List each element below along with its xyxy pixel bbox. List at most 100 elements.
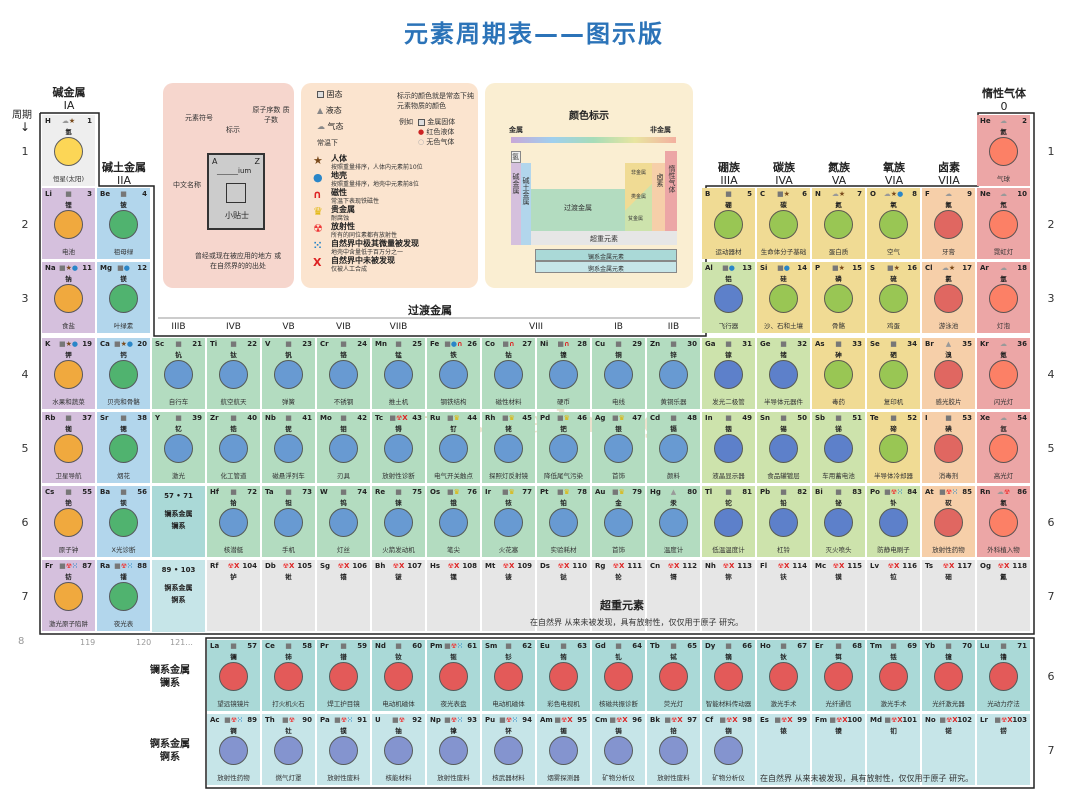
element-cell-pd[interactable]: Pd 46 ■♛ 钯 降低尾气污染: [537, 412, 590, 483]
element-cell-gd[interactable]: Gd 64 ■ 钆 核磁共振诊断: [592, 640, 645, 711]
element-cell-ca[interactable]: Ca 20 ■★● 钙 贝壳和骨骼: [97, 338, 150, 409]
element-cell-dy[interactable]: Dy 66 ■ 镝 智能材料传动器: [702, 640, 755, 711]
element-cell-os[interactable]: Os 76 ■♛ 锇 笔尖: [427, 486, 480, 557]
element-cell-p[interactable]: P 15 ■★ 磷 骨骼: [812, 262, 865, 333]
element-cell-se[interactable]: Se 34 ■ 硒 复印机: [867, 338, 920, 409]
element-cell-o[interactable]: O 8 ☁★● 氧 空气: [867, 188, 920, 259]
element-cell-te[interactable]: Te 52 ■ 碲 半导体冷却器: [867, 412, 920, 483]
element-cell-in[interactable]: In 49 ■ 铟 液晶显示器: [702, 412, 755, 483]
element-cell-mn[interactable]: Mn 25 ■ 锰 推土机: [372, 338, 425, 409]
element-cell-pu[interactable]: Pu 94 ■☢⁙ 钚 核武器材料: [482, 714, 535, 785]
element-cell-pm[interactable]: Pm 61 ■☢⁙ 钷 夜光表盘: [427, 640, 480, 711]
element-cell-np[interactable]: Np 93 ■☢⁙ 镎 放射性废料: [427, 714, 480, 785]
element-cell-li[interactable]: Li 3 ■ 锂 电池: [42, 188, 95, 259]
element-cell-n[interactable]: N 7 ☁★ 氮 蛋白质: [812, 188, 865, 259]
element-cell-cs[interactable]: Cs 55 ■ 铯 原子钟: [42, 486, 95, 557]
element-cell-fe[interactable]: Fe 26 ■●∩ 铁 钢铁结构: [427, 338, 480, 409]
element-cell-pb[interactable]: Pb 82 ■ 铅 杠铃: [757, 486, 810, 557]
element-cell-er[interactable]: Er 68 ■ 铒 光纤通信: [812, 640, 865, 711]
element-cell-sc[interactable]: Sc 21 ■ 钪 自行车: [152, 338, 205, 409]
element-cell-no[interactable]: No 102 ■☢X 锘: [922, 714, 975, 785]
element-cell-cl[interactable]: Cl 17 ☁★ 氯 游泳池: [922, 262, 975, 333]
element-cell-lu[interactable]: Lu 71 ■ 镥 光动力疗法: [977, 640, 1030, 711]
element-cell-tl[interactable]: Tl 81 ■ 铊 低温温度计: [702, 486, 755, 557]
element-cell-ho[interactable]: Ho 67 ■ 钬 激光手术: [757, 640, 810, 711]
element-cell-hs[interactable]: Hs 108 ☢X 𬭶: [427, 560, 480, 631]
element-cell-he[interactable]: He 2 ☁ 氦 气球: [977, 115, 1030, 186]
element-cell-ac[interactable]: Ac 89 ■☢⁙ 锕 放射性药物: [207, 714, 260, 785]
element-cell-tb[interactable]: Tb 65 ■ 铽 荧光灯: [647, 640, 700, 711]
element-cell-fm[interactable]: Fm 100 ■☢X 镄: [812, 714, 865, 785]
element-cell-nd[interactable]: Nd 60 ■ 钕 电动机磁体: [372, 640, 425, 711]
element-cell-zr[interactable]: Zr 40 ■ 锆 化工管道: [207, 412, 260, 483]
element-cell-ds[interactable]: Ds 110 ☢X 𫟼: [537, 560, 590, 631]
element-cell-s[interactable]: S 16 ■★ 硫 鸡蛋: [867, 262, 920, 333]
element-cell-f[interactable]: F 9 ☁ 氟 牙膏: [922, 188, 975, 259]
element-cell-be[interactable]: Be 4 ■ 铍 祖母绿: [97, 188, 150, 259]
element-cell-tc[interactable]: Tc 43 ■☢X 锝 放射性诊断: [372, 412, 425, 483]
element-cell-rg[interactable]: Rg 111 ☢X 𬬭: [592, 560, 645, 631]
element-cell-po[interactable]: Po 84 ■☢⁙ 钋 防静电刷子: [867, 486, 920, 557]
element-cell-lv[interactable]: Lv 116 ☢X 𫟷: [867, 560, 920, 631]
element-cell-mt[interactable]: Mt 109 ☢X 鿏: [482, 560, 535, 631]
element-cell-hf[interactable]: Hf 72 ■ 铪 核潜艇: [207, 486, 260, 557]
element-cell-sm[interactable]: Sm 62 ■ 钐 电动机磁体: [482, 640, 535, 711]
element-cell-th[interactable]: Th 90 ■☢ 钍 燃气灯罩: [262, 714, 315, 785]
element-cell-i[interactable]: I 53 ■ 碘 消毒剂: [922, 412, 975, 483]
element-cell-og[interactable]: Og 118 ☢X 鿫: [977, 560, 1030, 631]
element-cell-nb[interactable]: Nb 41 ■ 铌 磁悬浮列车: [262, 412, 315, 483]
element-cell-k[interactable]: K 19 ■★● 钾 水果和蔬菜: [42, 338, 95, 409]
element-cell-cf[interactable]: Cf 98 ■☢X 锎 矿物分析仪: [702, 714, 755, 785]
element-cell-kr[interactable]: Kr 36 ☁ 氪 闪光灯: [977, 338, 1030, 409]
element-cell-mc[interactable]: Mc 115 ☢X 镆: [812, 560, 865, 631]
element-cell-cm[interactable]: Cm 96 ■☢X 锔 矿物分析仪: [592, 714, 645, 785]
element-cell-si[interactable]: Si 14 ■● 硅 沙、石和土壤: [757, 262, 810, 333]
element-cell-y[interactable]: Y 39 ■ 钇 激光: [152, 412, 205, 483]
element-cell-ni[interactable]: Ni 28 ■∩ 镍 硬币: [537, 338, 590, 409]
element-cell-sg[interactable]: Sg 106 ☢X 𬭳: [317, 560, 370, 631]
element-cell-v[interactable]: V 23 ■ 钒 弹簧: [262, 338, 315, 409]
element-cell-rh[interactable]: Rh 45 ■♛ 铑 探照灯反射镜: [482, 412, 535, 483]
element-cell-nh[interactable]: Nh 113 ☢X 鿭: [702, 560, 755, 631]
element-cell-as[interactable]: As 33 ■ 砷 毒药: [812, 338, 865, 409]
element-cell-br[interactable]: Br 35 ▲ 溴 感光胶片: [922, 338, 975, 409]
element-cell-cn[interactable]: Cn 112 ☢X 鿔: [647, 560, 700, 631]
element-cell-au[interactable]: Au 79 ■♛ 金 首饰: [592, 486, 645, 557]
element-cell-ti[interactable]: Ti 22 ■ 钛 航空航天: [207, 338, 260, 409]
element-cell-rb[interactable]: Rb 37 ■ 铷 卫星导航: [42, 412, 95, 483]
element-cell-rf[interactable]: Rf 104 ☢X 𬬻: [207, 560, 260, 631]
element-cell-ra[interactable]: Ra 88 ■☢⁙ 镭 夜光表: [97, 560, 150, 631]
element-cell-db[interactable]: Db 105 ☢X 𬭊: [262, 560, 315, 631]
element-cell-ce[interactable]: Ce 58 ■ 铈 打火机火石: [262, 640, 315, 711]
element-cell-at[interactable]: At 85 ■☢⁙ 砹 放射性药物: [922, 486, 975, 557]
element-cell-hg[interactable]: Hg 80 ▲ 汞 温度计: [647, 486, 700, 557]
element-cell-ne[interactable]: Ne 10 ☁ 氖 霓虹灯: [977, 188, 1030, 259]
element-cell-mo[interactable]: Mo 42 ■ 钼 刃具: [317, 412, 370, 483]
element-cell-ru[interactable]: Ru 44 ■♛ 钌 电气开关触点: [427, 412, 480, 483]
element-cell-xe[interactable]: Xe 54 ☁ 氙 高光灯: [977, 412, 1030, 483]
element-cell-es[interactable]: Es 99 ■☢X 锿: [757, 714, 810, 785]
element-cell-fl[interactable]: Fl 114 ☢X 𫓧: [757, 560, 810, 631]
element-cell-cu[interactable]: Cu 29 ■ 铜 电线: [592, 338, 645, 409]
element-cell-pt[interactable]: Pt 78 ■♛ 铂 实验耗材: [537, 486, 590, 557]
element-cell-ge[interactable]: Ge 32 ■ 锗 半导体元器件: [757, 338, 810, 409]
element-cell-w[interactable]: W 74 ■ 钨 灯丝: [317, 486, 370, 557]
element-cell-ta[interactable]: Ta 73 ■ 钽 手机: [262, 486, 315, 557]
element-cell-pr[interactable]: Pr 59 ■ 镨 焊工护目镜: [317, 640, 370, 711]
element-cell-md[interactable]: Md 101 ■☢X 钔: [867, 714, 920, 785]
element-cell-tm[interactable]: Tm 69 ■ 铥 激光手术: [867, 640, 920, 711]
element-cell-u[interactable]: U 92 ■☢ 铀 核能材料: [372, 714, 425, 785]
element-cell-na[interactable]: Na 11 ■★● 钠 食盐: [42, 262, 95, 333]
element-cell-ts[interactable]: Ts 117 ☢X 鿬: [922, 560, 975, 631]
element-cell-eu[interactable]: Eu 63 ■ 铕 彩色电视机: [537, 640, 590, 711]
element-cell-al[interactable]: Al 13 ■● 铝 飞行器: [702, 262, 755, 333]
element-cell-re[interactable]: Re 75 ■ 铼 火箭发动机: [372, 486, 425, 557]
element-cell-ag[interactable]: Ag 47 ■♛ 银 首饰: [592, 412, 645, 483]
element-cell-co[interactable]: Co 27 ■∩ 钴 磁性材料: [482, 338, 535, 409]
element-cell-sb[interactable]: Sb 51 ■ 锑 车用蓄电池: [812, 412, 865, 483]
element-cell-la[interactable]: La 57 ■ 镧 望远镜镜片: [207, 640, 260, 711]
element-cell-pa[interactable]: Pa 91 ■☢⁙ 镤 放射性废料: [317, 714, 370, 785]
element-cell-bk[interactable]: Bk 97 ■☢X 锫 放射性废料: [647, 714, 700, 785]
element-cell-cr[interactable]: Cr 24 ■ 铬 不锈钢: [317, 338, 370, 409]
element-cell-fr[interactable]: Fr 87 ■☢⁙ 钫 激光原子陷阱: [42, 560, 95, 631]
